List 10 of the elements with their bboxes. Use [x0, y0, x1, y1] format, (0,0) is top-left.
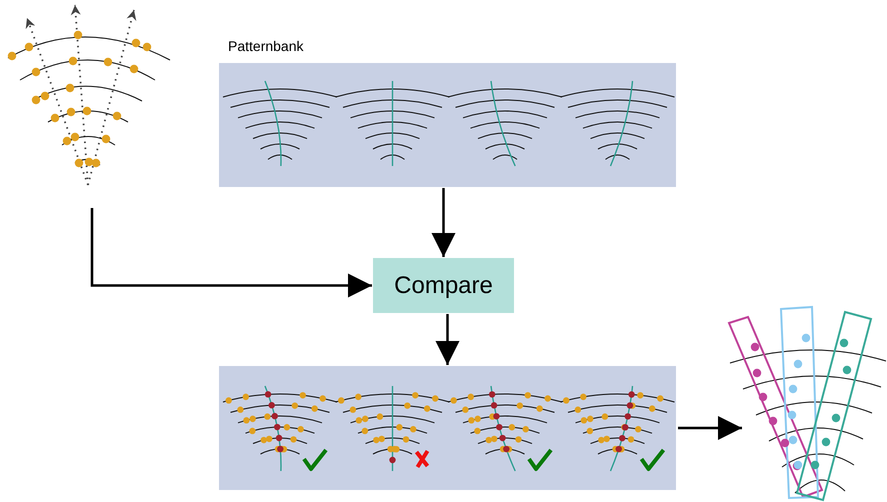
- detector-hits-drawing: [8, 4, 170, 186]
- arrow: [678, 416, 742, 440]
- fitted-tracks-drawing: [728, 306, 886, 502]
- process-label: Compare: [394, 272, 493, 300]
- arrow: [432, 188, 456, 257]
- panel-heading: Patternbank: [228, 38, 304, 54]
- results-panel: [219, 366, 676, 490]
- process-box: [373, 258, 514, 313]
- arrow: [436, 314, 460, 365]
- arrow: [90, 208, 372, 298]
